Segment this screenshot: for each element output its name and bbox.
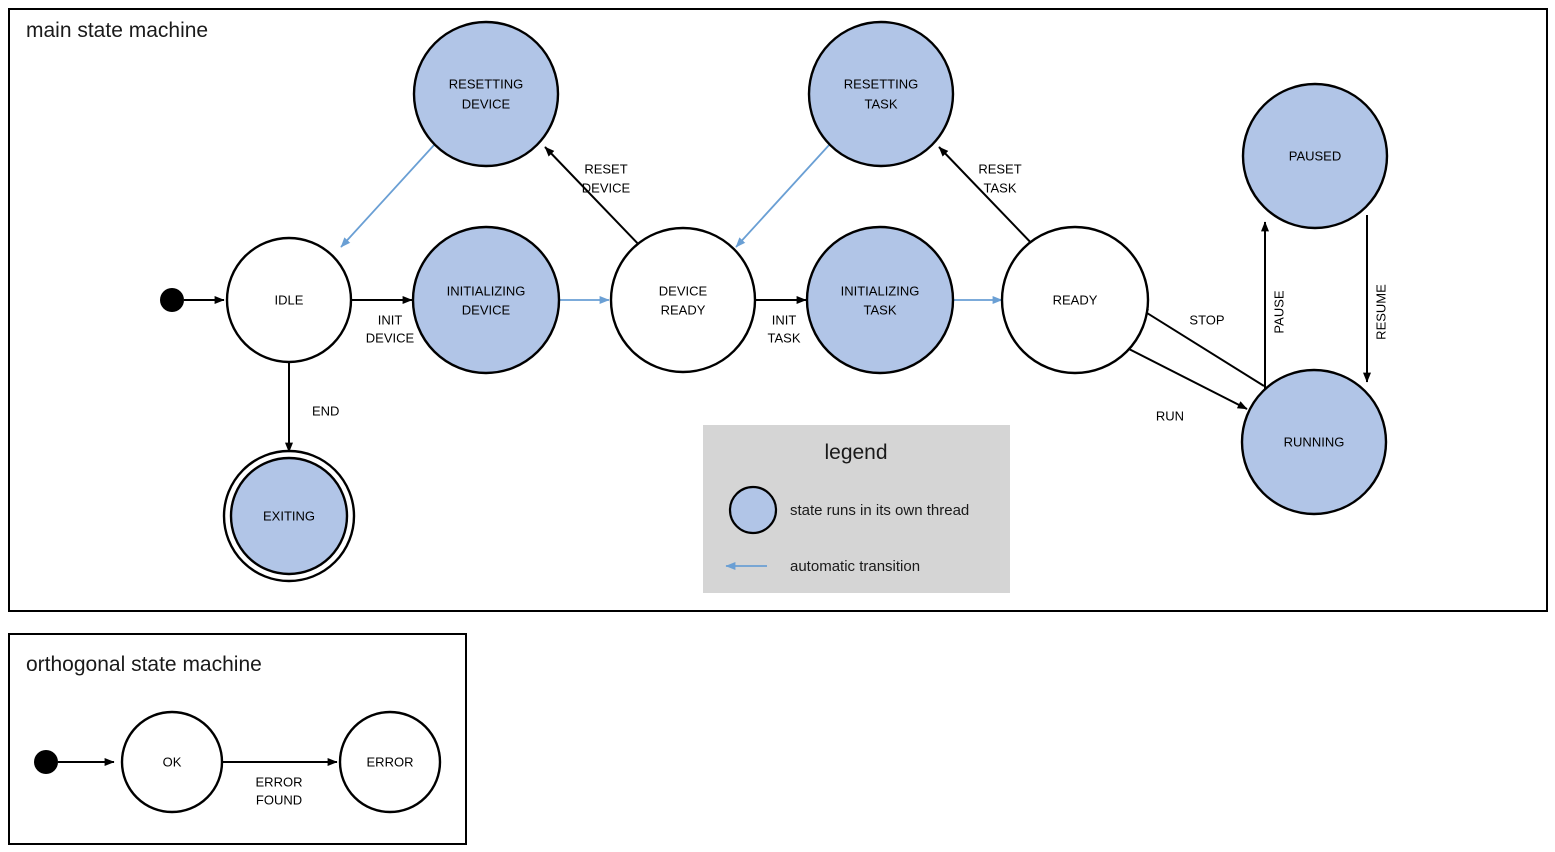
transition-running-ready-line (1138, 307, 1265, 387)
state-resetting-device-label-2: DEVICE (462, 96, 511, 111)
state-initializing-device-shape[interactable] (411, 225, 561, 375)
state-exiting-outer-ring (222, 449, 356, 583)
transition-running-paused: PAUSE (1261, 221, 1286, 392)
transition-device-ready-resetting-device-line (544, 146, 644, 250)
state-error[interactable]: ERROR (338, 710, 442, 814)
state-resetting-task-shape[interactable] (807, 20, 955, 168)
main-transitions-layer: INIT DEVICE INIT TASK RESET DEVICE (160, 143, 1388, 453)
transition-idle-exiting-label: END (312, 403, 339, 418)
transition-ready-resetting-task-line (938, 146, 1038, 250)
state-ready-label: READY (1053, 292, 1098, 307)
legend-thread-text: state runs in its own thread (790, 502, 969, 519)
state-ready-shape[interactable] (1000, 225, 1150, 375)
transition-ready-resetting-task-label-2: TASK (984, 180, 1017, 195)
orthogonal-state-machine-frame: orthogonal state machine ERROR FOUND OK … (8, 633, 467, 845)
transition-device-ready-initializing-task-label-2: TASK (768, 330, 801, 345)
state-resetting-device[interactable]: RESETTING DEVICE (412, 20, 560, 168)
state-device-ready-label-2: READY (661, 302, 706, 317)
transition-start-idle (160, 288, 225, 312)
main-states-layer: IDLE RESETTING DEVICE INITIALIZING DEVIC… (222, 20, 1389, 583)
legend: legend state runs in its own thread auto… (703, 425, 1010, 593)
transition-ready-running-label: RUN (1156, 408, 1184, 423)
initial-state-dot (160, 288, 184, 312)
transition-paused-running: RESUME (1363, 215, 1388, 383)
legend-thread-swatch-icon (728, 485, 778, 535)
state-device-ready-shape[interactable] (609, 226, 757, 374)
state-paused[interactable]: PAUSED (1241, 82, 1389, 230)
transition-running-paused-label: PAUSE (1271, 290, 1286, 333)
transition-device-ready-resetting-device: RESET DEVICE (544, 146, 644, 250)
state-resetting-device-shape[interactable] (412, 20, 560, 168)
transition-running-ready-label: STOP (1189, 312, 1224, 327)
transition-device-ready-initializing-task-label-1: INIT (772, 312, 797, 327)
state-idle-label: IDLE (275, 292, 304, 307)
state-error-label: ERROR (367, 754, 414, 769)
state-resetting-task-label-1: RESETTING (844, 76, 918, 91)
transition-running-ready: STOP (1138, 307, 1265, 387)
orthogonal-initial-state-dot (34, 750, 58, 774)
state-exiting-shape[interactable] (229, 456, 349, 576)
transition-resetting-task-device-ready (735, 143, 831, 248)
state-initializing-task[interactable]: INITIALIZING TASK (805, 225, 955, 375)
state-ok-label: OK (163, 754, 182, 769)
state-running-label: RUNNING (1284, 434, 1345, 449)
state-device-ready[interactable]: DEVICE READY (609, 226, 757, 374)
transition-device-ready-resetting-device-label-1: RESET (584, 161, 627, 176)
state-paused-label: PAUSED (1289, 148, 1342, 163)
transition-resetting-device-idle-line (340, 143, 436, 248)
state-initializing-task-label-1: INITIALIZING (841, 283, 920, 298)
state-exiting-label: EXITING (263, 508, 315, 523)
state-initializing-task-label-2: TASK (864, 302, 897, 317)
transition-ok-error-label-1: ERROR (256, 774, 303, 789)
transition-resetting-device-idle (340, 143, 436, 248)
state-resetting-task[interactable]: RESETTING TASK (807, 20, 955, 168)
transition-idle-initializing-device: INIT DEVICE (351, 296, 415, 345)
legend-item-thread: state runs in its own thread (728, 485, 969, 535)
state-running[interactable]: RUNNING (1240, 368, 1388, 516)
main-frame-title: main state machine (26, 19, 208, 42)
state-paused-shape[interactable] (1241, 82, 1389, 230)
transition-ok-error: ERROR FOUND (222, 758, 338, 807)
legend-title: legend (824, 441, 887, 464)
transition-resetting-task-device-ready-line (735, 143, 831, 248)
legend-item-auto-transition: automatic transition (725, 558, 920, 575)
transition-ready-running-line (1126, 347, 1248, 410)
transition-device-ready-initializing-task: INIT TASK (755, 296, 807, 345)
state-exiting[interactable]: EXITING (222, 449, 356, 583)
state-initializing-device[interactable]: INITIALIZING DEVICE (411, 225, 561, 375)
state-device-ready-label-1: DEVICE (659, 283, 708, 298)
state-resetting-task-label-2: TASK (865, 96, 898, 111)
transition-idle-initializing-device-label-2: DEVICE (366, 330, 415, 345)
transition-ready-resetting-task: RESET TASK (938, 146, 1038, 250)
legend-auto-transition-text: automatic transition (790, 558, 920, 575)
transition-idle-exiting: END (285, 363, 339, 453)
transition-ok-error-label-2: FOUND (256, 792, 302, 807)
transition-paused-running-label: RESUME (1373, 284, 1388, 340)
state-error-shape[interactable] (338, 710, 442, 814)
state-ready[interactable]: READY (1000, 225, 1150, 375)
state-idle[interactable]: IDLE (225, 236, 353, 364)
state-running-shape[interactable] (1240, 368, 1388, 516)
transition-device-ready-resetting-device-label-2: DEVICE (582, 180, 631, 195)
transition-ready-running: RUN (1126, 347, 1248, 423)
transition-start-ok (34, 750, 115, 774)
state-initializing-device-label-2: DEVICE (462, 302, 511, 317)
state-resetting-device-label-1: RESETTING (449, 76, 523, 91)
transition-idle-initializing-device-label-1: INIT (378, 312, 403, 327)
state-initializing-task-shape[interactable] (805, 225, 955, 375)
orthogonal-frame-title: orthogonal state machine (26, 653, 262, 676)
transition-ready-resetting-task-label-1: RESET (978, 161, 1021, 176)
state-ok[interactable]: OK (120, 710, 224, 814)
state-initializing-device-label-1: INITIALIZING (447, 283, 526, 298)
state-idle-shape[interactable] (225, 236, 353, 364)
state-ok-shape[interactable] (120, 710, 224, 814)
